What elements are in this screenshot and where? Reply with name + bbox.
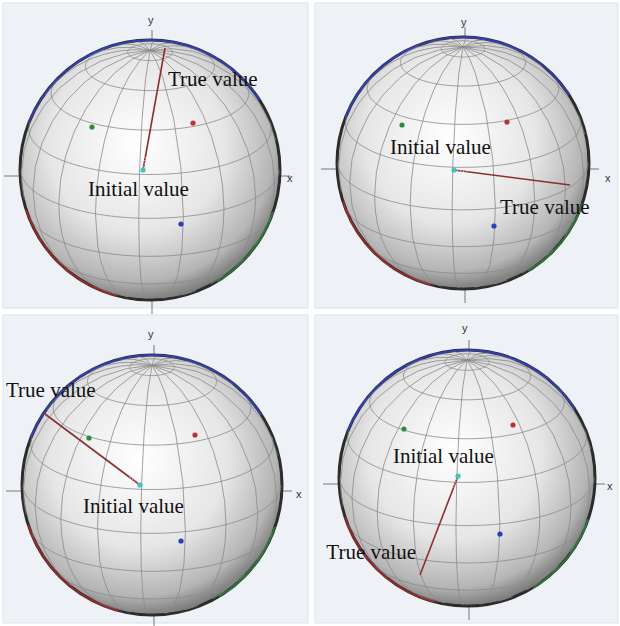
estimate-path	[454, 170, 570, 185]
estimate-path	[420, 476, 458, 575]
rim-arc	[345, 36, 570, 118]
marker-dot	[190, 120, 195, 125]
marker-dot	[504, 119, 509, 124]
sphere-grid	[338, 38, 588, 288]
value-label: Initial value	[393, 444, 494, 468]
axis-label: x	[605, 172, 611, 185]
sphere-panel	[3, 3, 308, 314]
marker-dot	[497, 531, 502, 536]
rim-arc	[347, 349, 576, 432]
value-label: Initial value	[390, 135, 491, 159]
axis-label: y	[148, 14, 154, 27]
rim-arc	[342, 201, 431, 285]
marker-dot	[89, 124, 94, 129]
marker-dot	[86, 435, 91, 440]
sphere-grid	[21, 41, 279, 299]
sphere	[337, 37, 589, 289]
value-label: True value	[500, 195, 590, 219]
value-label: Initial value	[88, 177, 189, 201]
axis-label: y	[461, 16, 467, 29]
axis-label: x	[607, 480, 613, 493]
marker-dot	[455, 473, 460, 478]
panel-ground	[315, 3, 618, 308]
rim-arc	[532, 519, 589, 588]
axis-label: x	[296, 488, 302, 501]
marker-dot	[399, 122, 404, 127]
rim-arc	[25, 210, 117, 297]
estimate-path	[143, 48, 165, 170]
marker-dot	[178, 221, 183, 226]
value-label: Initial value	[83, 494, 184, 518]
estimate-path	[45, 414, 140, 485]
sphere-panel	[315, 3, 618, 308]
axis-label: y	[148, 328, 154, 341]
marker-dot	[137, 482, 142, 487]
marker-dot	[491, 223, 496, 228]
sphere-grid	[340, 351, 594, 605]
axis-label: x	[287, 172, 293, 185]
marker-dot	[401, 426, 406, 431]
rim-arc	[217, 212, 274, 283]
axis-label: y	[462, 322, 468, 335]
value-label: True value	[168, 67, 258, 91]
panel-ground	[3, 3, 308, 308]
sphere	[339, 350, 595, 606]
marker-dot	[510, 422, 515, 427]
sphere-panel	[315, 315, 618, 623]
panel-ground	[3, 315, 308, 623]
value-label: True value	[326, 540, 416, 564]
sphere	[20, 40, 280, 300]
sphere-panel	[3, 315, 308, 626]
value-label: True value	[6, 378, 96, 402]
rim-arc	[219, 527, 276, 598]
marker-dot	[451, 167, 456, 172]
panel-ground	[315, 315, 618, 623]
marker-dot	[140, 167, 145, 172]
rim-arc	[28, 39, 260, 123]
rim-arc	[27, 525, 119, 612]
marker-dot	[178, 538, 183, 543]
marker-dot	[192, 432, 197, 437]
